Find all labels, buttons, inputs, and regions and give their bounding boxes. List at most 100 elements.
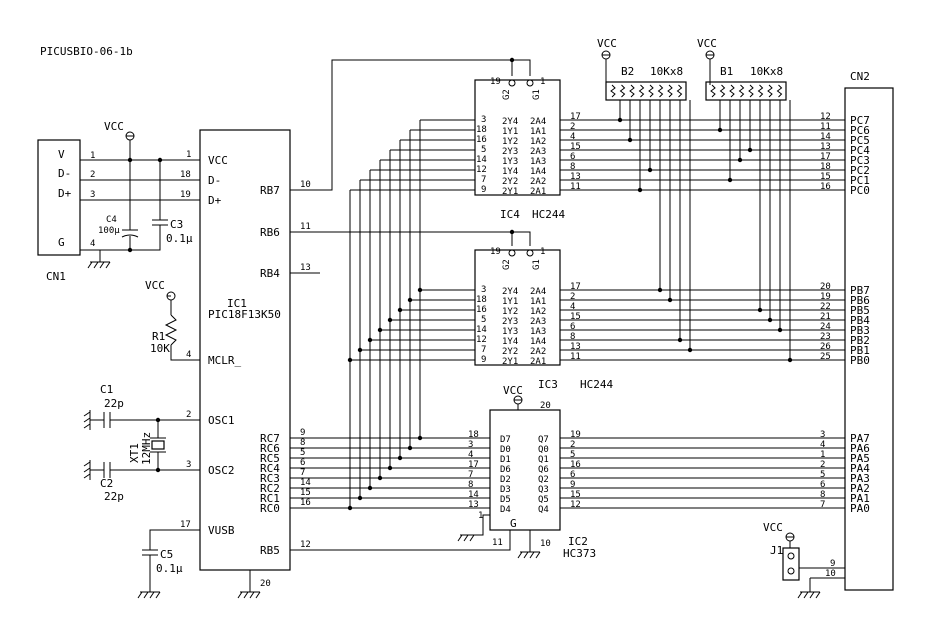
- hc244-pin-name: 2A3: [530, 147, 546, 157]
- ic2-pin-name: D4: [500, 505, 511, 515]
- ic1-pin-name: RC5: [260, 452, 280, 465]
- c1-value: 22p: [104, 397, 124, 410]
- ic2-pin-name: Q0: [538, 445, 549, 455]
- hc244-pin-name: 1A1: [530, 297, 546, 307]
- ic1-pin-num: 11: [300, 222, 311, 232]
- ground-symbol: [237, 591, 261, 599]
- ic1-pin-name: VCC: [208, 154, 228, 167]
- ic1-pin-name: RB5: [260, 544, 280, 557]
- j1-ref: J1: [770, 544, 783, 557]
- ic1-ref: IC1: [227, 297, 247, 310]
- cn2-pin-name: PB3: [850, 324, 870, 337]
- xt1-value: 12MHz: [140, 432, 153, 465]
- cn2-pin-name: PC4: [850, 144, 870, 157]
- ic2-pin-num: 3: [468, 440, 473, 450]
- b1-resistor-array: VCC B1 10Kx8: [697, 37, 787, 101]
- hc244-pin-num: 18: [476, 125, 487, 135]
- cn2-pin-name: PC1: [850, 174, 870, 187]
- hc244-pin-name: 2A4: [530, 287, 546, 297]
- ic2-pin-name: Q6: [538, 465, 549, 475]
- ic2-pin-name: Q3: [538, 485, 549, 495]
- cn2-pin-name: PC7: [850, 114, 870, 127]
- ic1-body: [199, 129, 291, 571]
- wire-rb7: [290, 59, 513, 191]
- cn2-pin-num: 16: [820, 182, 831, 192]
- ic2-pin-name: D5: [500, 495, 511, 505]
- hc244-pin-num: 9: [481, 355, 486, 365]
- hc244-pin-name: 2A3: [530, 317, 546, 327]
- hc244-pin-num: 16: [476, 135, 487, 145]
- ic1-pin-name: RC7: [260, 432, 280, 445]
- ic1-pin-name: RB7: [260, 184, 280, 197]
- ic2-pin-num: 19: [570, 430, 581, 440]
- hc244-pin-name: 2Y4: [502, 287, 518, 297]
- cn2-pin-num: 20: [820, 282, 831, 292]
- cn2-pin-num: 24: [820, 322, 831, 332]
- cn2-pin-num: 25: [820, 352, 831, 362]
- hc244-pin-num: 17: [570, 282, 581, 292]
- cn2-pin-name: PA2: [850, 482, 870, 495]
- data-bus: [290, 119, 490, 511]
- c4-ref: C4: [106, 215, 117, 225]
- hc244-pin-num: 6: [570, 152, 575, 162]
- ic2-pin-name: D6: [500, 465, 511, 475]
- hc244-pin-name: 1Y1: [502, 127, 518, 137]
- ic1-pin-num: 17: [180, 520, 191, 530]
- b1-value: 10Kx8: [750, 65, 783, 78]
- wire-rb5: [290, 530, 511, 551]
- cn2-pin-num: 22: [820, 302, 831, 312]
- ic1-pin-name: VUSB: [208, 524, 235, 537]
- hc244-pin-name: G2: [502, 259, 512, 270]
- hc244-pin-name: 1Y2: [502, 137, 518, 147]
- cn2-pin-name: PC5: [850, 134, 870, 147]
- ic2-part: HC373: [563, 547, 596, 560]
- ground-symbol: [83, 460, 91, 480]
- ic2-pin-name: Q5: [538, 495, 549, 505]
- hc244-pin-name: 1A4: [530, 167, 546, 177]
- ic2-body: [489, 409, 561, 531]
- hc244-pin-num: 5: [481, 145, 486, 155]
- hc244-pin-num: 14: [476, 325, 487, 335]
- b2-value: 10Kx8: [650, 65, 683, 78]
- ic1-pin-num: 7: [300, 468, 305, 478]
- ic1-pin-name: RB4: [260, 267, 280, 280]
- hc244-pin-name: 1A3: [530, 327, 546, 337]
- hc244-pin-num: 6: [570, 322, 575, 332]
- hc244-pin-name: 2A2: [530, 177, 546, 187]
- cn2-pin-num: 17: [820, 152, 831, 162]
- ic1-part: PIC18F13K50: [208, 308, 281, 321]
- ic1-pin-num: 5: [300, 448, 305, 458]
- ic1-pin-name: RC2: [260, 482, 280, 495]
- ic2-pin-name: D3: [500, 485, 511, 495]
- vcc-label: VCC: [104, 120, 124, 133]
- cn2-pin-num: 10: [825, 569, 836, 579]
- cn2-pin-name: PB0: [850, 354, 870, 367]
- hc244-pin-num: 14: [476, 155, 487, 165]
- hc244-pin-name: 2Y4: [502, 117, 518, 127]
- cn2-pin-name: PA6: [850, 442, 870, 455]
- hc244-pin-name: G2: [502, 89, 512, 100]
- cn2-pin-name: PA4: [850, 462, 870, 475]
- hc244-pin-num: 3: [481, 285, 486, 295]
- hc244-pin-name: 1A1: [530, 127, 546, 137]
- cn2-pin-num: 7: [820, 500, 825, 510]
- cn2-pin-num: 26: [820, 342, 831, 352]
- ground-symbol: [137, 591, 161, 599]
- ic2-pin1: 1: [478, 511, 483, 521]
- ic1-pin-num: 6: [300, 458, 305, 468]
- b2-resistor-array: VCC B2 10Kx8: [597, 37, 687, 101]
- hc244-pin-num: 7: [481, 175, 486, 185]
- ic1-pin-num: 13: [300, 263, 311, 273]
- pullup-wires: [617, 100, 793, 363]
- hc244-pin-name: 2Y3: [502, 317, 518, 327]
- ic1-pin-name: D+: [208, 194, 222, 207]
- hc244-pin-num: 8: [570, 162, 575, 172]
- cn2-pin-name: PA5: [850, 452, 870, 465]
- cn1-pin-name: D-: [58, 167, 71, 180]
- ic2-pin-num: 6: [570, 470, 575, 480]
- cn2-pin-name: PB4: [850, 314, 870, 327]
- ground-symbol: [797, 591, 821, 599]
